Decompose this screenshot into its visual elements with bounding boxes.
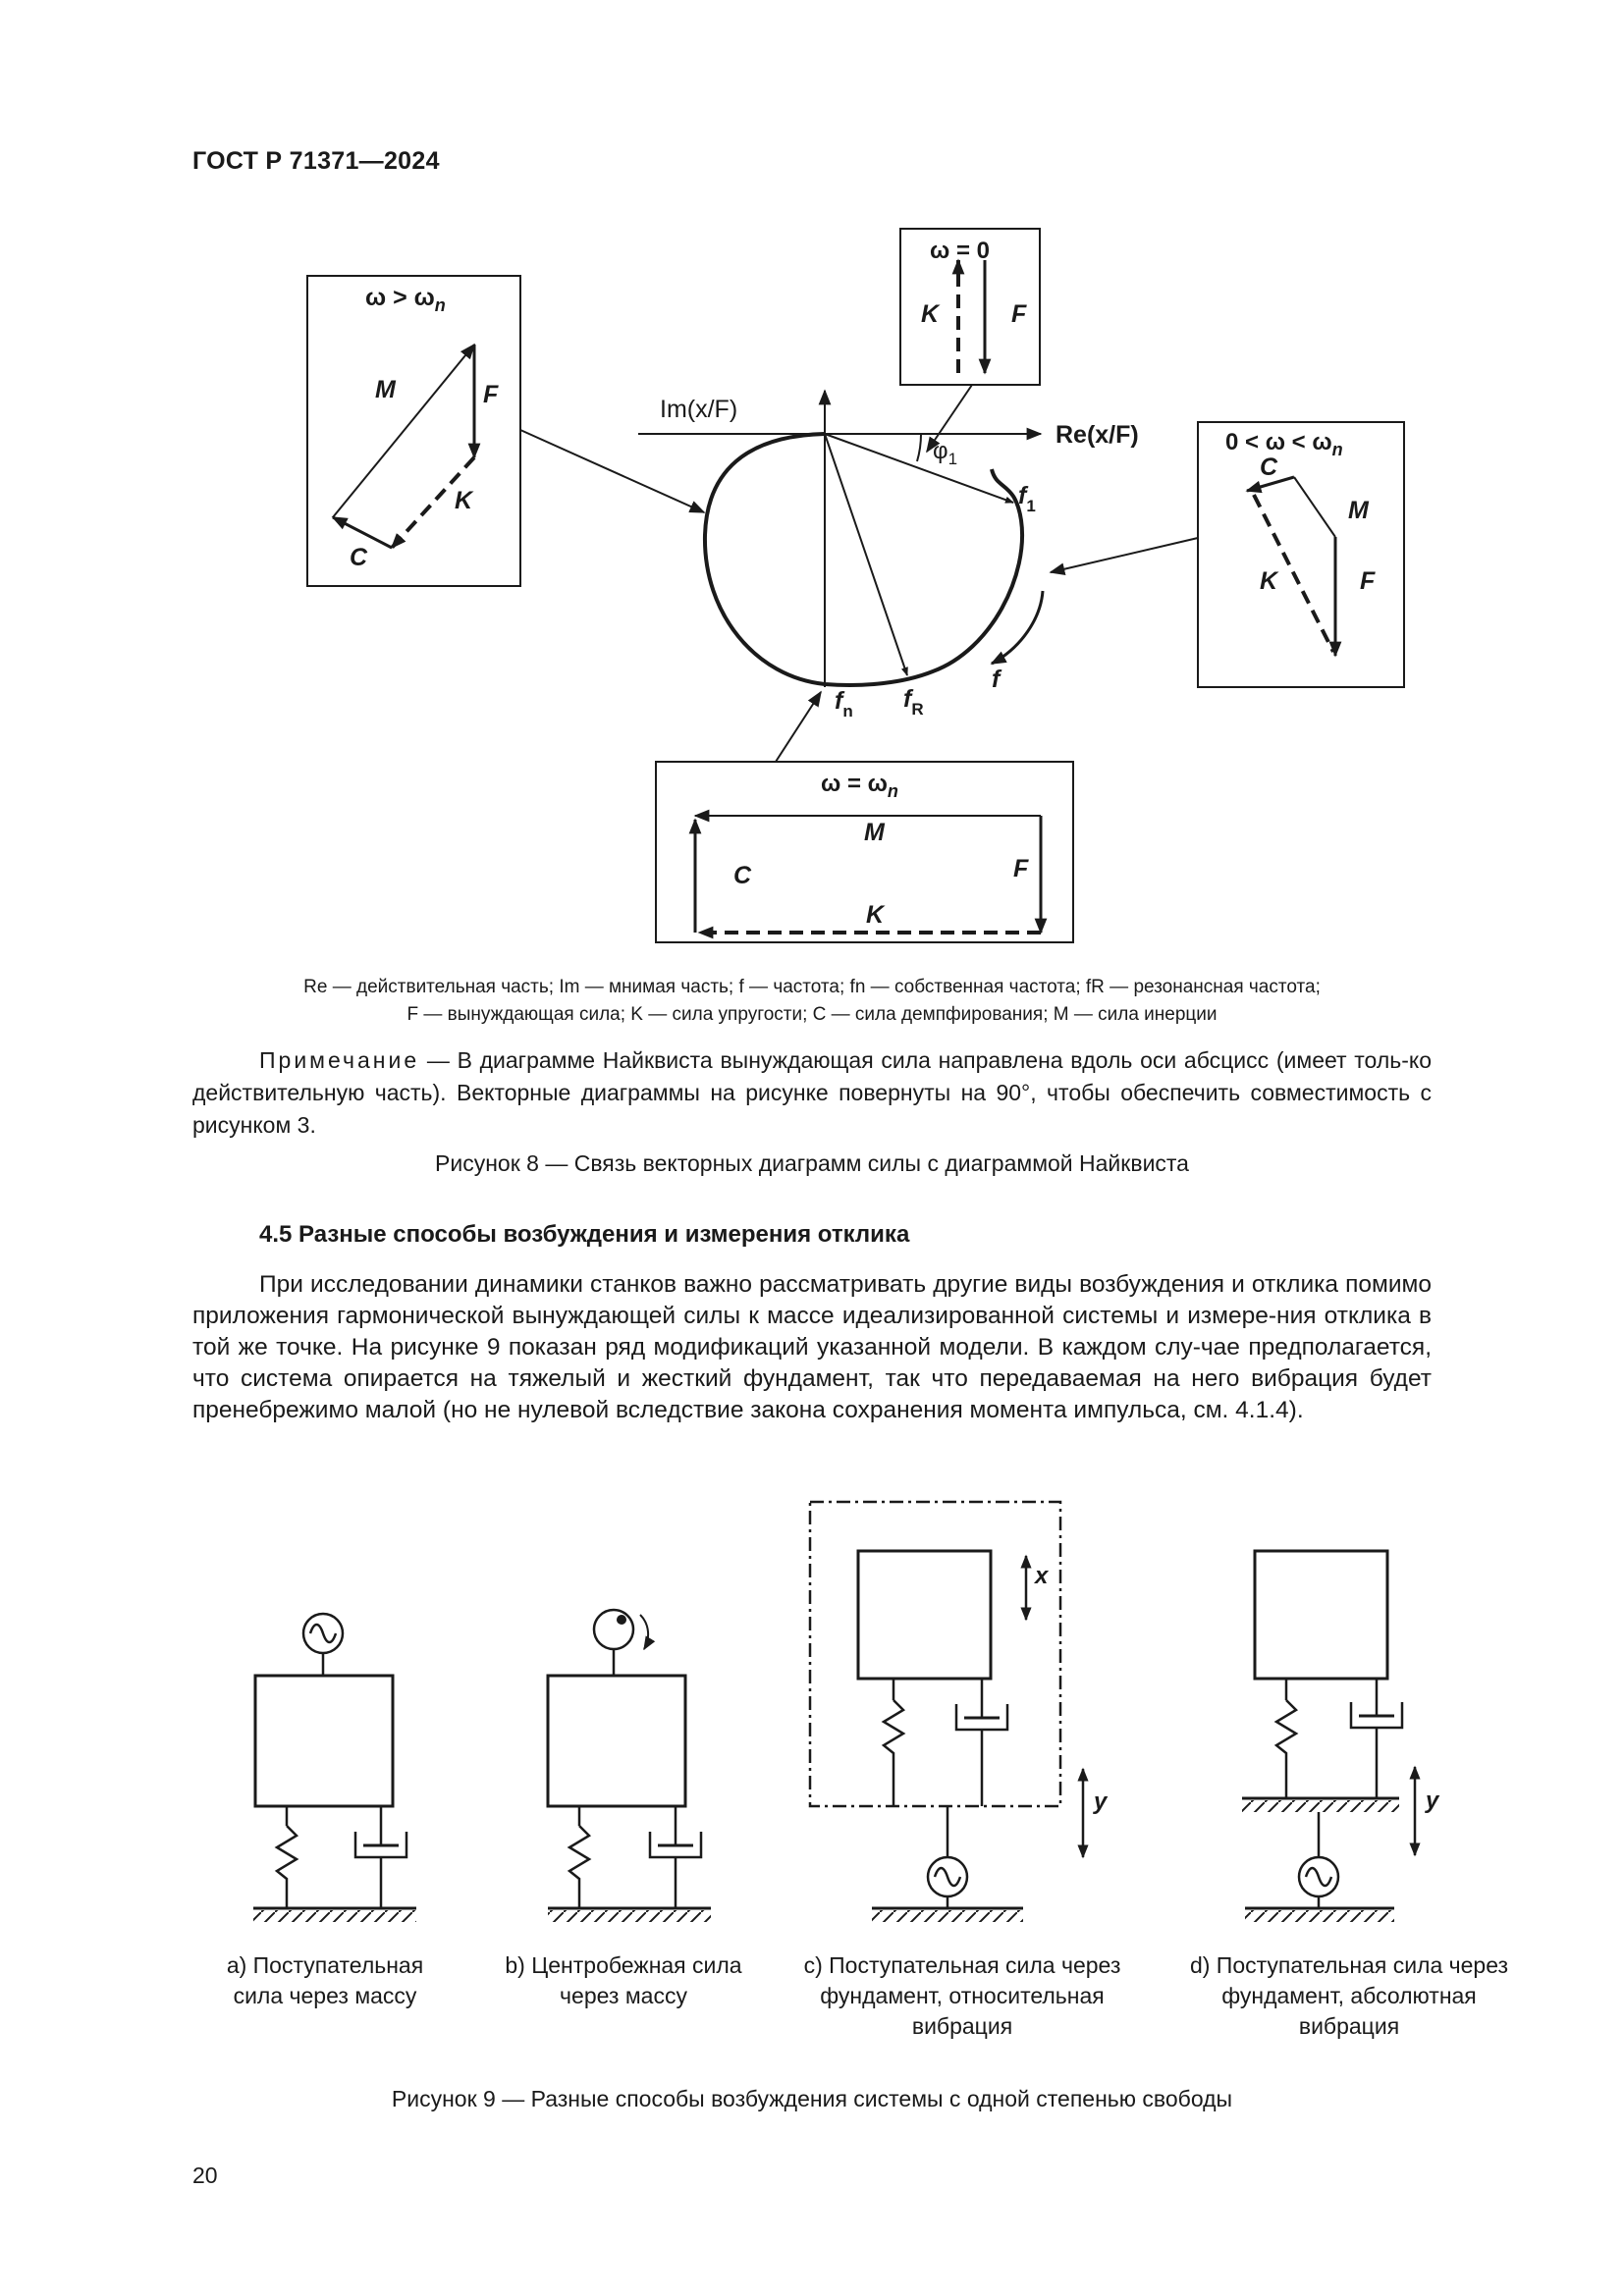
- ground-d: [1245, 1910, 1394, 1922]
- label-K-res: K: [866, 901, 886, 929]
- subcaption-a: a) Поступательная сила через массу: [192, 1950, 458, 2011]
- box-low-frequency: [1197, 421, 1405, 688]
- subcaption-c-line-3: вибрация: [911, 2013, 1013, 2039]
- x-label: x: [1033, 1563, 1050, 1589]
- im-axis-label: Im(x/F): [660, 396, 737, 423]
- connector-zero: [926, 384, 973, 454]
- diagram-d: y: [1242, 1549, 1440, 1922]
- subcaption-a-line-2: сила через массу: [233, 1983, 417, 2008]
- section-paragraph: При исследовании динамики станков важно …: [192, 1269, 1432, 1426]
- connector-low: [1049, 537, 1199, 575]
- nyquist-curve: [702, 432, 1024, 687]
- figure-9-diagram: x y y: [253, 1500, 1440, 1922]
- f-direction-label: f: [992, 666, 1002, 693]
- page-number: 20: [192, 2163, 218, 2188]
- vector-C-low: [1245, 475, 1295, 494]
- mass-c: [856, 1549, 993, 1681]
- subcaption-d: d) Поступательная сила через фундамент, …: [1163, 1950, 1536, 2042]
- subcaption-c: c) Поступательная сила через фундамент, …: [776, 1950, 1149, 2042]
- figure-8-note: Примечание — В диаграмме Найквиста вынуж…: [192, 1044, 1432, 1142]
- vector-C-high: [331, 515, 393, 550]
- foundation-d: [1242, 1800, 1399, 1812]
- rotation-arrow-icon: [639, 1614, 656, 1651]
- label-M-low: M: [1348, 497, 1370, 524]
- connector-res: [775, 690, 822, 763]
- figure-8-legend-line-1: Re — действительная часть; Im — мнимая ч…: [303, 977, 1321, 997]
- section-heading: 4.5 Разные способы возбуждения и измерен…: [259, 1221, 910, 1248]
- ground-b: [548, 1910, 711, 1922]
- figure-8-legend-line-2: F — вынуждающая сила; K — сила упругости…: [406, 1004, 1218, 1025]
- figure-9-caption: Рисунок 9 — Разные способы возбуждения с…: [391, 2086, 1233, 2111]
- label-C-low: C: [1260, 454, 1278, 481]
- curve-direction-arrow: [990, 590, 1045, 666]
- label-M-high: M: [375, 376, 397, 403]
- phase-arc: [916, 433, 923, 462]
- vector-fR: [824, 433, 908, 676]
- box-high-frequency: [306, 275, 521, 587]
- label-F-res: F: [1013, 855, 1029, 882]
- box-res-title: ω = ωn: [821, 771, 898, 801]
- fR-label: fR: [903, 685, 924, 719]
- subcaption-d-line-1: d) Поступательная сила через: [1189, 1952, 1509, 1978]
- label-K-zero: K: [921, 300, 941, 328]
- mass-a: [253, 1674, 395, 1808]
- diagram-c: x y: [808, 1500, 1109, 1922]
- subcaption-b: b) Центробежная сила через массу: [486, 1950, 761, 2011]
- y-label-c: y: [1093, 1789, 1109, 1815]
- mass-b: [546, 1674, 687, 1808]
- box-resonance: [655, 761, 1074, 943]
- box-high-title: ω > ωn: [365, 284, 446, 315]
- subcaption-d-line-2: фундамент, абсолютная: [1221, 1983, 1477, 2008]
- box-zero-title: ω = 0: [930, 238, 990, 264]
- vector-M-high: [332, 343, 476, 518]
- diagram-b: [546, 1608, 711, 1922]
- subcaption-b-line-2: через массу: [560, 1983, 687, 2008]
- re-axis-label: Re(x/F): [1056, 421, 1139, 449]
- y-label-d: y: [1425, 1788, 1440, 1814]
- figure-8-diagram: Im(x/F) Re(x/F) φ1 f1 fR fn f ω > ωn M F…: [306, 228, 1405, 943]
- spring-a: [274, 1825, 299, 1908]
- fn-label: fn: [835, 687, 853, 721]
- connector-high: [519, 429, 706, 513]
- label-K-high: K: [455, 487, 474, 514]
- vector-K-low: [1252, 494, 1335, 653]
- label-K-low: K: [1260, 567, 1279, 595]
- subcaption-c-line-1: c) Поступательная сила через: [803, 1952, 1121, 1978]
- subcaption-d-line-3: вибрация: [1298, 2013, 1400, 2039]
- phi-label: φ1: [933, 438, 957, 468]
- label-F-low: F: [1360, 567, 1376, 595]
- relative-frame: [808, 1500, 1062, 1808]
- vector-M-low: [1293, 476, 1336, 538]
- subcaption-a-line-1: a) Поступательная: [226, 1952, 424, 1978]
- ground-c: [872, 1910, 1023, 1922]
- ground-a: [253, 1910, 416, 1922]
- figure-8-caption: Рисунок 8 — Связь векторных диаграмм сил…: [435, 1150, 1189, 1176]
- document-header: ГОСТ Р 71371—2024: [192, 147, 440, 175]
- label-F-high: F: [483, 381, 499, 408]
- label-C-res: C: [733, 862, 752, 889]
- box-low-title: 0 < ω < ωn: [1225, 429, 1343, 459]
- note-text: — В диаграмме Найквиста вынуждающая сила…: [192, 1047, 1432, 1138]
- diagram-a: [253, 1612, 416, 1922]
- vector-mid: [825, 434, 893, 677]
- paragraph-text: При исследовании динамики станков важно …: [192, 1271, 1432, 1423]
- note-word: Примечание: [259, 1047, 420, 1073]
- label-M-res: M: [864, 819, 886, 846]
- spring-d: [1273, 1699, 1299, 1798]
- subcaption-b-line-1: b) Центробежная сила: [505, 1952, 742, 1978]
- rotating-unbalance-icon: [592, 1608, 635, 1651]
- label-C-high: C: [350, 544, 368, 571]
- subcaption-c-line-2: фундамент, относительная: [820, 1983, 1105, 2008]
- mass-d: [1253, 1549, 1389, 1681]
- label-F-zero: F: [1011, 300, 1027, 328]
- spring-c: [881, 1699, 906, 1806]
- spring-b: [567, 1825, 592, 1908]
- f1-label: f1: [1018, 482, 1036, 515]
- box-zero-frequency: [899, 228, 1041, 386]
- vector-f1: [824, 433, 1014, 504]
